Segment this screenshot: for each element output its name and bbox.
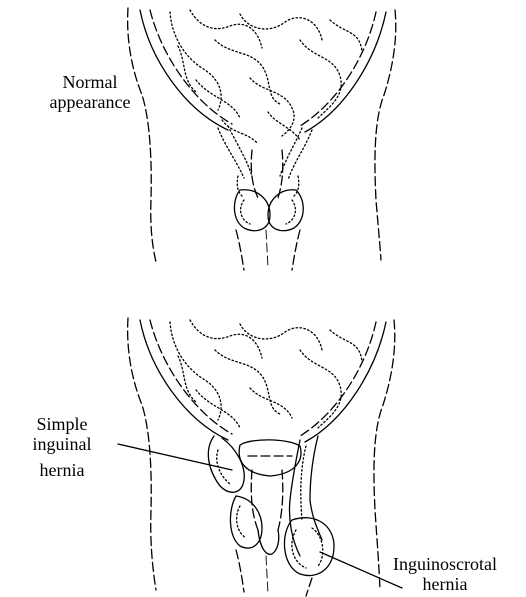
simple-label-line-3: hernia (2, 460, 122, 480)
hernia-anatomy-drawing (128, 318, 395, 596)
simple-hernia-leader-line (118, 444, 232, 470)
normal-label-line-2: appearance (30, 92, 150, 112)
simple-label-line-1: Simple (2, 414, 122, 434)
normal-label-line-1: Normal (30, 72, 150, 92)
inguinoscrotal-label-line-2: hernia (380, 574, 510, 594)
simple-inguinal-hernia-label: Simple inguinal hernia (2, 414, 122, 480)
normal-appearance-label: Normal appearance (30, 72, 150, 112)
inguinoscrotal-hernia-label: Inguinoscrotal hernia (380, 554, 510, 594)
normal-anatomy-drawing (128, 8, 396, 270)
inguinoscrotal-label-line-1: Inguinoscrotal (380, 554, 510, 574)
simple-label-line-2: inguinal (2, 434, 122, 454)
